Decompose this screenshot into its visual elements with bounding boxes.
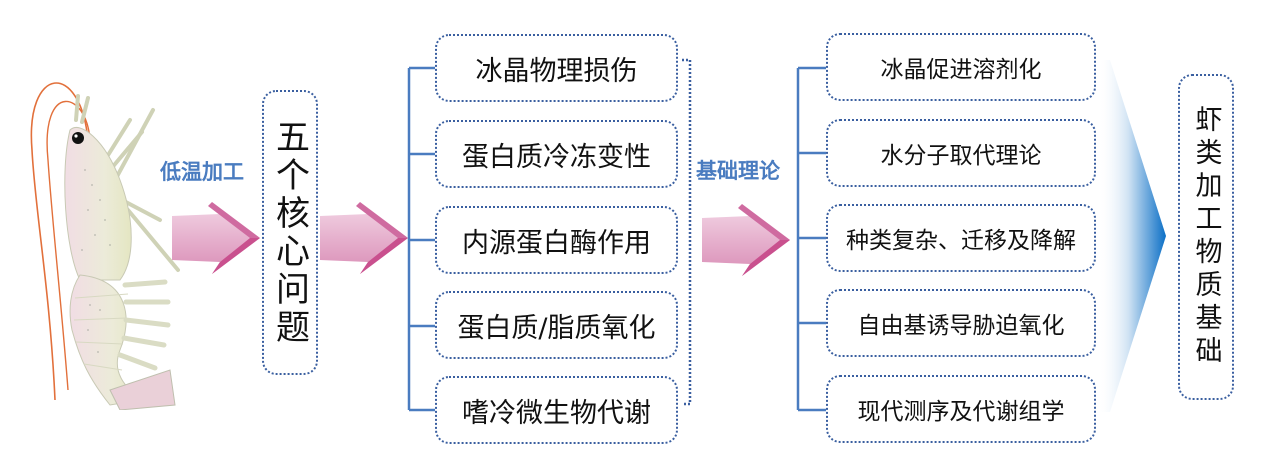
arrow-right-icon [172,202,260,274]
stage-label-low-temp-processing: 低温加工 [160,160,244,184]
theories-bracket [796,66,826,412]
arrow-right-icon [320,202,408,274]
antenna [30,82,89,401]
core-problems-box: 五个核心问题 [262,90,318,375]
problem-text: 蛋白质冷冻变性 [462,141,651,173]
result-text: 虾类加工物质基础 [1190,105,1222,369]
theory-box: 水分子取代理论 [826,119,1096,187]
arrow-right-icon [702,204,790,276]
theory-text: 冰晶促进溶剂化 [880,57,1042,83]
shrimp-illustration [30,82,180,410]
theory-box: 种类复杂、迁移及降解 [826,204,1096,272]
problems-right-dotted-bracket [682,58,692,406]
theory-box: 冰晶促进溶剂化 [826,33,1096,101]
theory-text: 自由基诱导胁迫氧化 [857,313,1065,339]
problem-box: 嗜冷微生物代谢 [435,376,678,444]
problems-bracket [407,66,439,412]
problem-text: 蛋白质/脂质氧化 [457,312,656,344]
core-problems-text: 五个核心问题 [269,118,310,347]
theory-text: 水分子取代理论 [880,143,1042,169]
theory-text: 种类复杂、迁移及降解 [846,228,1076,254]
chevron-right-icon [1098,60,1166,412]
problem-box: 冰晶物理损伤 [435,34,678,102]
problem-box: 蛋白质冷冻变性 [435,120,678,188]
problem-box: 内源蛋白酶作用 [435,206,678,274]
problem-text: 内源蛋白酶作用 [462,227,651,259]
theory-text: 现代测序及代谢组学 [857,399,1065,425]
theory-box: 现代测序及代谢组学 [826,375,1096,443]
stage-label-basic-theory: 基础理论 [696,159,780,183]
result-box: 虾类加工物质基础 [1178,74,1234,400]
problem-box: 蛋白质/脂质氧化 [435,291,678,359]
shrimp-eye [72,132,84,144]
problem-text: 冰晶物理损伤 [475,55,638,87]
problem-text: 嗜冷微生物代谢 [462,397,651,429]
theory-box: 自由基诱导胁迫氧化 [826,289,1096,357]
